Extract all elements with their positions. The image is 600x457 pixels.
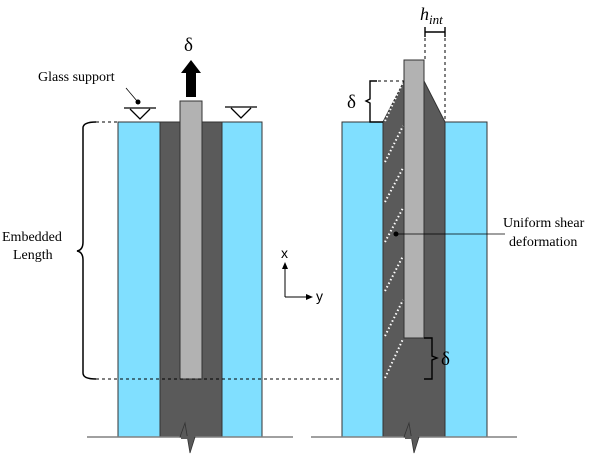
delta-load-label: δ (184, 35, 193, 56)
embedded-length-label-line1: Embedded (2, 230, 62, 245)
right-glass-plate-b (444, 121, 488, 438)
right-displaced-bar (403, 59, 425, 339)
right-glass-plate-a (341, 121, 384, 438)
x-axis-arrow-icon (282, 262, 288, 269)
load-arrow-icon (181, 60, 201, 97)
uniform-shear-label-line1: Uniform shear (503, 216, 585, 231)
bottom-delta-label: δ (441, 349, 450, 370)
coordinate-axes: x y (281, 245, 323, 304)
axis-y-label: y (316, 288, 323, 304)
embedded-length-brace (76, 121, 97, 380)
left-panel: δ Glass support Embedded Length (2, 35, 430, 454)
glass-support-icon-right (225, 106, 257, 119)
h-int-label: hint (420, 4, 443, 27)
axis-x-label: x (281, 245, 288, 261)
top-delta-brace (364, 80, 383, 123)
bottom-delta-brace (424, 337, 439, 380)
left-glass-plate-a (117, 121, 161, 438)
glass-support-label: Glass support (38, 70, 115, 85)
glass-support-icon (124, 107, 156, 120)
glass-support-leader (125, 87, 138, 102)
top-delta-label: δ (347, 92, 356, 113)
left-glass-plate-b (221, 121, 263, 438)
shear-deformation-lines (384, 81, 404, 379)
shear-leader-dot (393, 231, 399, 237)
h-int-dimension (424, 27, 446, 37)
left-embedded-bar (179, 100, 203, 380)
uniform-shear-label-line2: deformation (509, 235, 577, 250)
glass-support-leader-dot (135, 99, 141, 105)
right-panel: Uniform shear deformation δ δ hint (311, 4, 585, 454)
y-axis-arrow-icon (306, 294, 313, 300)
embedded-length-label-line2: Length (13, 248, 53, 263)
